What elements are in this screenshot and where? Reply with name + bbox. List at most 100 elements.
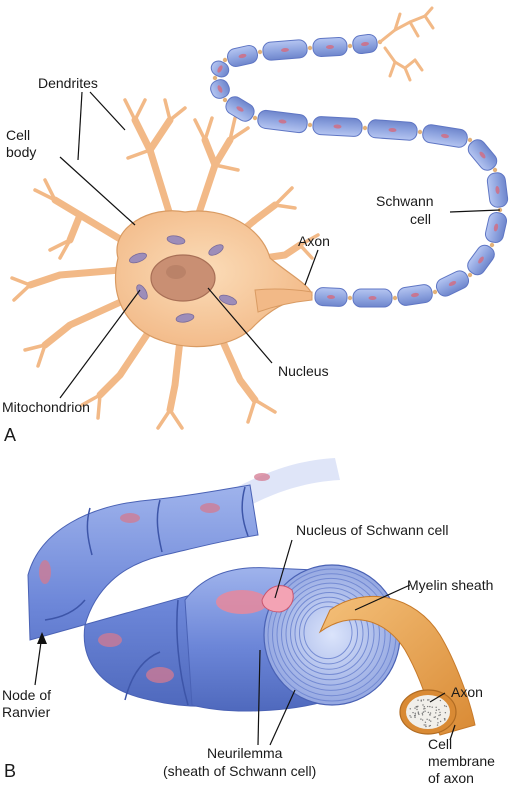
label-schwann-line1: Schwann (376, 193, 434, 209)
axoplasm-dot (444, 719, 446, 721)
label-node-line1: Node of (2, 687, 51, 703)
schwann-nucleus-a (238, 53, 247, 59)
node-marker (212, 75, 218, 81)
schwann-nucleus-a (361, 41, 369, 47)
axoplasm-dot (426, 718, 428, 720)
axoplasm-dot (418, 713, 420, 716)
axoplasm-dot (429, 713, 431, 716)
axoplasm-dot (420, 718, 422, 720)
axoplasm-dot (421, 714, 424, 716)
axoplasm-dot (429, 724, 432, 727)
axoplasm-dot (443, 705, 446, 707)
label-schwann-line2: cell (410, 211, 431, 227)
node-marker (307, 45, 313, 51)
axoplasm-dot (428, 719, 431, 721)
node-marker (222, 97, 228, 103)
axoplasm-dot (438, 714, 440, 717)
label-axon-a: Axon (298, 233, 330, 249)
schwann-nucleus-a (217, 65, 223, 73)
axoplasm-dot (424, 707, 426, 710)
node-arrow-head (37, 632, 47, 644)
label-axon-b: Axon (451, 684, 483, 700)
axoplasm-dot (423, 708, 425, 710)
schwann-nucleus-a (448, 280, 457, 287)
schwann-nucleus-a (388, 127, 397, 133)
axoplasm-dot (425, 724, 427, 726)
axoplasm-dot (417, 705, 419, 707)
axoplasm-dot (429, 712, 432, 714)
axoplasm-dot (437, 722, 439, 724)
axoplasm-dot (415, 705, 418, 708)
schwann-nucleus-a (217, 85, 223, 93)
schwann-nucleus-a (368, 296, 377, 300)
schwann-nucleus-a (495, 186, 500, 194)
node-marker (222, 57, 228, 63)
axoplasm-dot (433, 716, 435, 719)
axoplasm-dot (410, 716, 412, 718)
myelin-layer (290, 592, 369, 675)
schwann-nucleus-b (216, 590, 268, 614)
label-cell-body-line1: Cell (6, 127, 30, 143)
myelin-layer (299, 601, 358, 665)
axoplasm-dot (445, 705, 447, 708)
axoplasm-dot (430, 720, 432, 722)
schwann-nucleus-a (478, 256, 484, 264)
axoplasm-dot (435, 706, 437, 709)
node-marker (252, 115, 258, 121)
axon-terminal-shape (378, 6, 435, 82)
myelin-layer (276, 577, 386, 691)
label-myelin-sheath: Myelin sheath (407, 577, 493, 593)
myelin-layer (303, 606, 353, 660)
axoplasm-dot (436, 724, 439, 726)
axoplasm-dots (409, 699, 447, 728)
axoplasm-dot (428, 699, 430, 701)
axoplasm-dot (414, 716, 416, 719)
axoplasm-dot (424, 721, 427, 724)
schwann-nucleus-a (236, 106, 244, 112)
myelin-layer (285, 587, 375, 681)
nucleolus-shape (166, 265, 186, 279)
node-marker (362, 125, 368, 131)
label-nucleus-of-schwann: Nucleus of Schwann cell (296, 522, 449, 538)
schwann-nucleus-a (278, 119, 287, 124)
myelin-tail-faded (235, 458, 340, 508)
node-marker (307, 122, 313, 128)
nucleus-shape (150, 254, 216, 302)
axoplasm-dot (431, 706, 433, 708)
nucleus-of-schwann-shape (261, 585, 294, 613)
schwann-nucleus-a (479, 151, 486, 159)
schwann-nucleus-a (326, 44, 334, 50)
schwann-nucleus-a (493, 223, 499, 232)
schwann-nucleus-a (441, 133, 449, 139)
myelin-layer (294, 596, 364, 670)
axoplasm-dot (438, 708, 440, 711)
axoplasm-dot (439, 711, 441, 714)
leader-lines-a (59, 91, 501, 399)
axoplasm-dot (421, 712, 423, 715)
label-neurilemma-line1: Neurilemma (207, 745, 283, 761)
label-cell-membrane-line3: of axon (428, 770, 474, 785)
node-marker (417, 129, 423, 135)
node-marker (467, 137, 473, 143)
axoplasm-dot (439, 714, 441, 716)
label-cell-body-line2: body (6, 144, 36, 160)
label-cell-membrane-line2: membrane (428, 753, 495, 769)
mitochondria-shapes (129, 235, 237, 323)
label-neurilemma-line2: (sheath of Schwann cell) (163, 763, 316, 779)
axoplasm-dot (424, 710, 426, 712)
axoplasm-dot (425, 725, 427, 728)
schwann-nucleus-a (411, 292, 419, 298)
axoplasm-dot (444, 711, 447, 714)
axoplasm-dot (439, 699, 442, 702)
label-nucleus: Nucleus (278, 363, 329, 379)
axoplasm-dot (423, 724, 425, 726)
axoplasm-dot (426, 705, 429, 708)
node-marker (492, 167, 498, 173)
axoplasm-dot (423, 706, 425, 708)
axoplasm-dot (422, 699, 425, 701)
axoplasm-dot (427, 711, 430, 714)
panel-label-b: B (4, 761, 16, 781)
axoplasm-dot (422, 704, 424, 706)
